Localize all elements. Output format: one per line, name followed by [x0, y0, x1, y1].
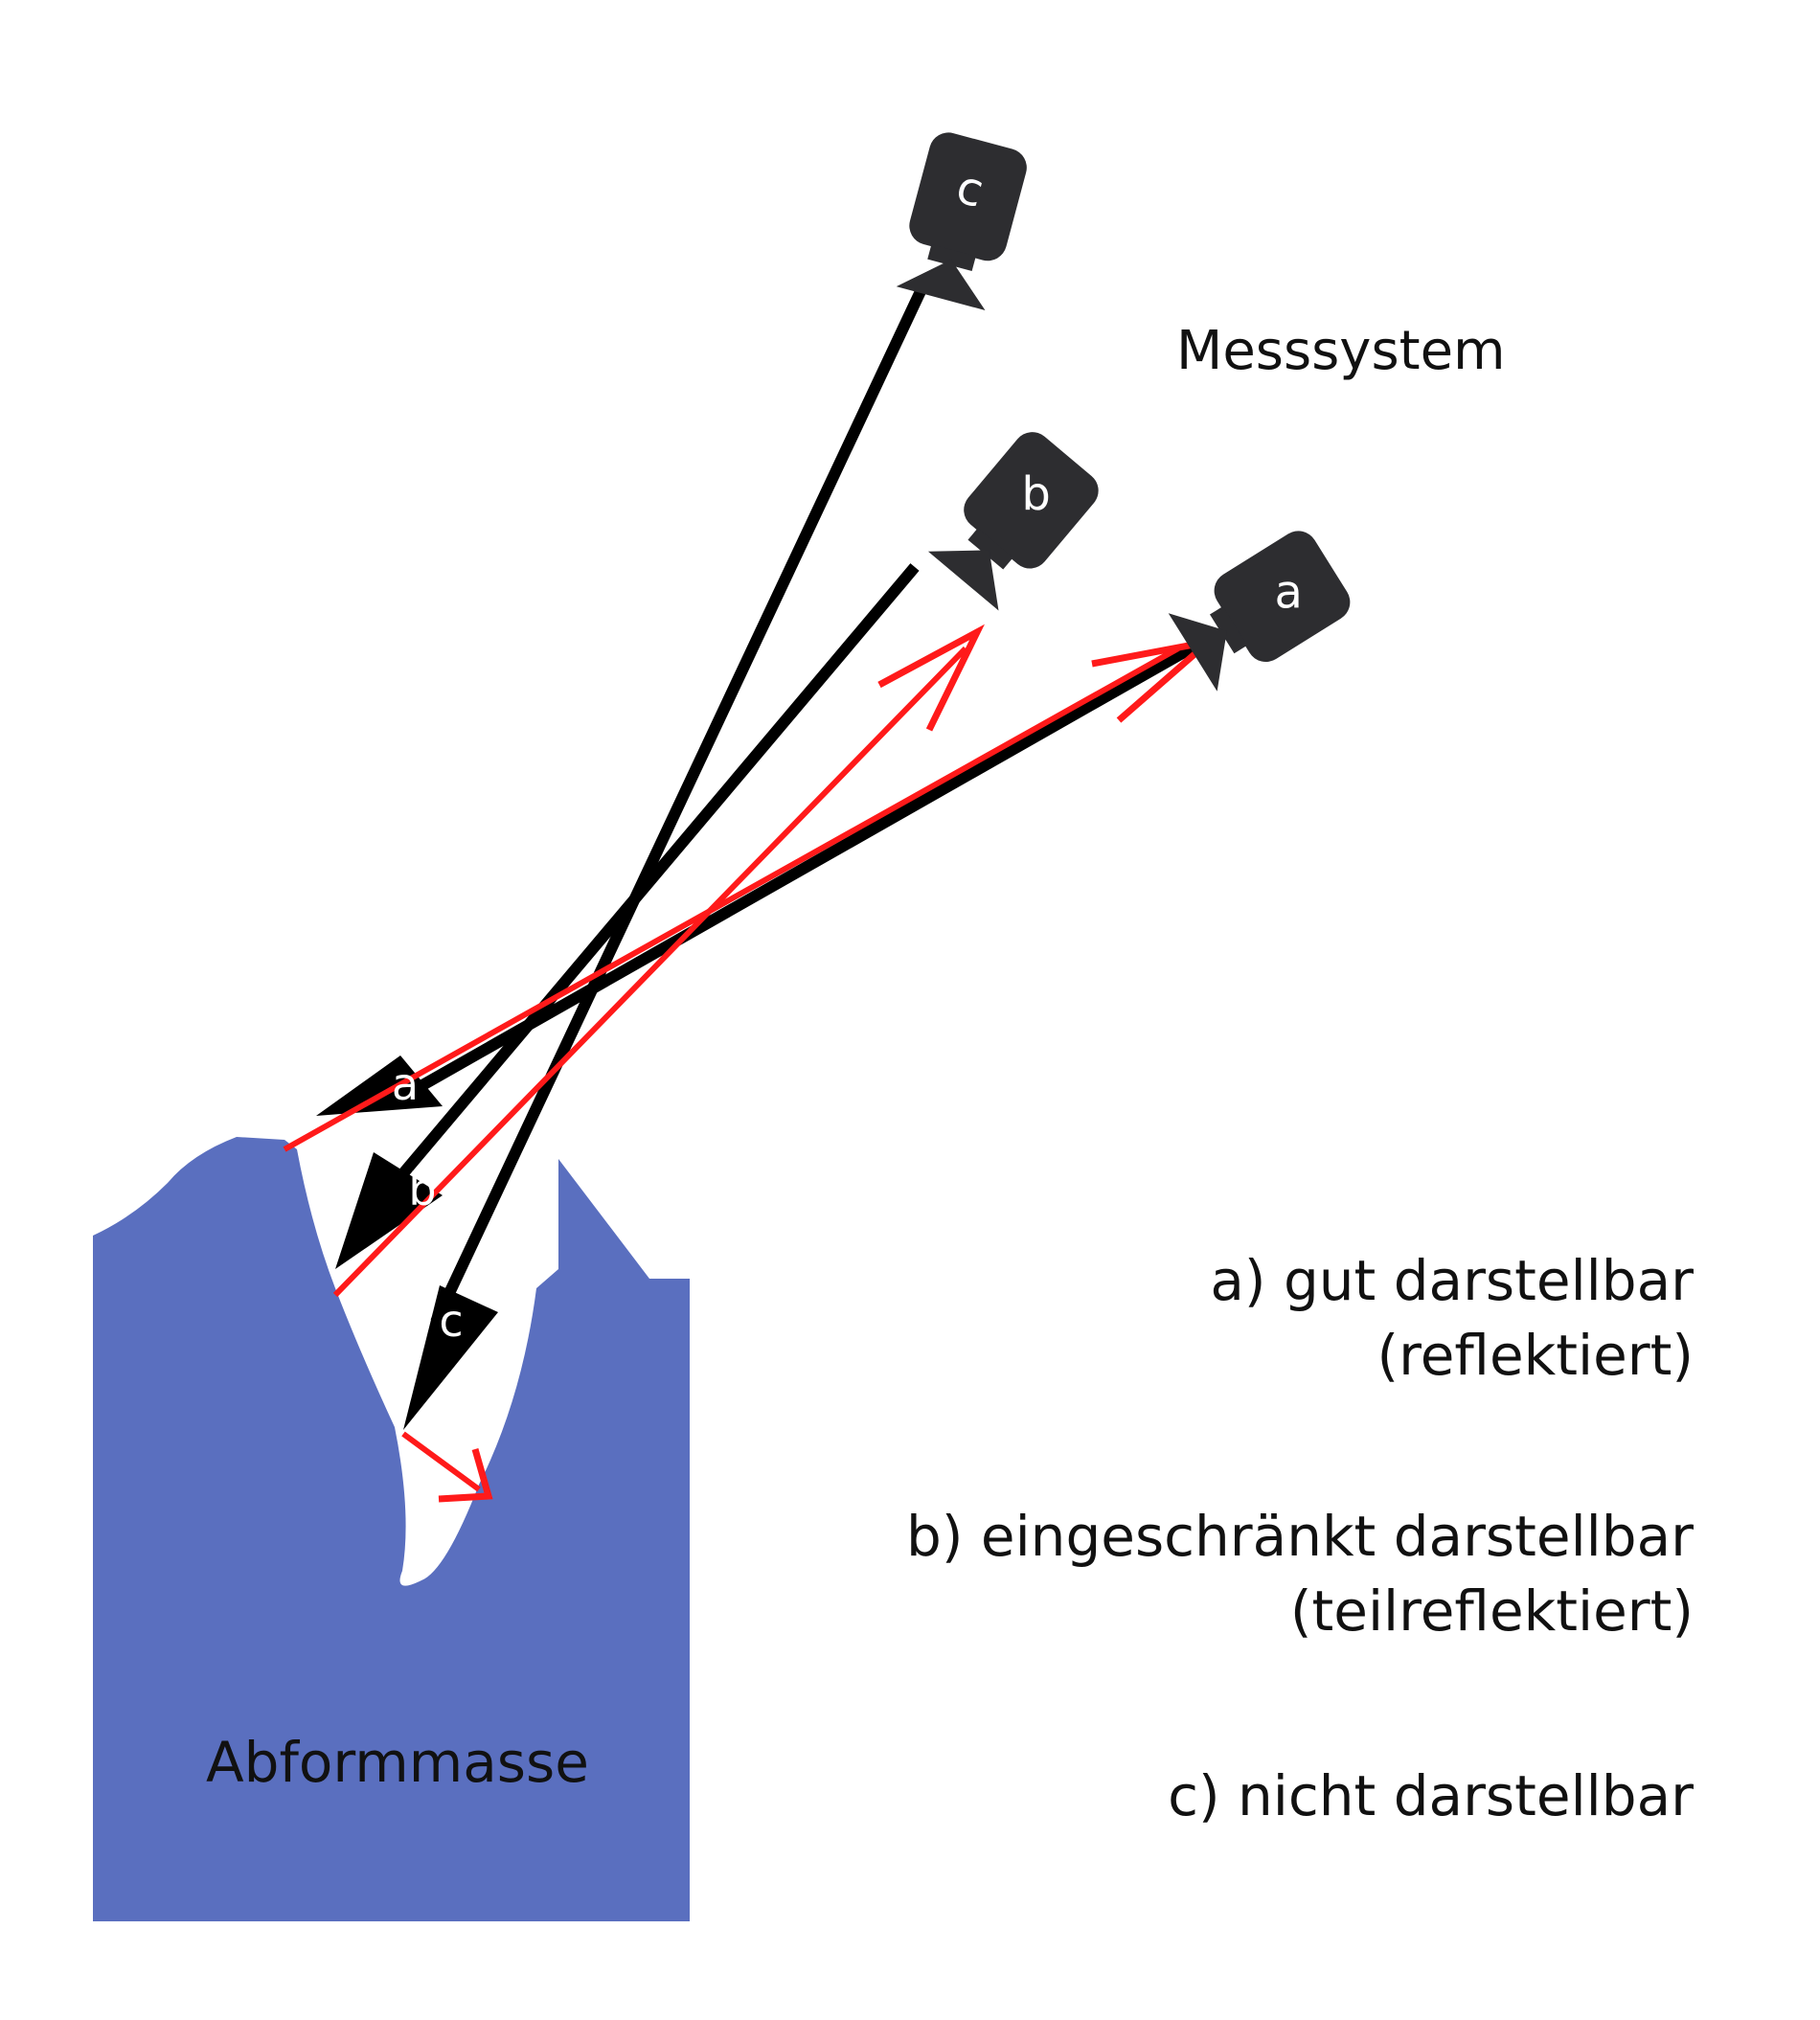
legend-c-line1: c) nicht darstellbar: [1168, 1763, 1694, 1828]
measuring-system-label: Messsystem: [1176, 320, 1506, 382]
incident-ray-b: [378, 563, 920, 1201]
impression-material-label: Abformmasse: [206, 1730, 589, 1795]
camera-a: a: [1168, 531, 1351, 692]
legend-item-a: a) gut darstellbar (reflektiert): [1210, 1243, 1694, 1393]
reflected-ray-c: [401, 1431, 481, 1492]
incident-ray-c: [430, 286, 927, 1325]
reflected-arrowhead-c: [438, 1448, 493, 1503]
incident-ray-a: [399, 639, 1200, 1102]
camera-label-b: b: [1021, 467, 1050, 521]
legend-a-line2: (reflektiert): [1376, 1323, 1694, 1388]
reflected-ray-b: [332, 646, 968, 1298]
ray-label-c: c: [439, 1295, 463, 1347]
incident-arrowhead-a: [316, 1055, 443, 1116]
legend-a-line1: a) gut darstellbar: [1210, 1248, 1694, 1313]
legend-b-line2: (teilreflektiert): [1289, 1578, 1694, 1644]
reflected-ray-a: [283, 646, 1180, 1152]
reflected-arrowhead-b: [877, 624, 985, 732]
camera-b: b: [927, 432, 1099, 611]
incident-arrowhead-b: [335, 1152, 443, 1269]
ray-label-a: a: [392, 1058, 419, 1110]
impression-material: [93, 1137, 690, 1921]
ray-label-b: b: [408, 1164, 436, 1215]
camera-label-a: a: [1275, 565, 1303, 619]
legend-item-b: b) eingeschränkt darstellbar (teilreflek…: [906, 1499, 1694, 1648]
legend-item-c: c) nicht darstellbar: [1168, 1759, 1694, 1833]
reflected-arrowhead-a: [1091, 636, 1221, 723]
legend-b-line1: b) eingeschränkt darstellbar: [906, 1504, 1694, 1569]
camera-c: c: [896, 132, 1027, 311]
incident-arrowhead-c: [403, 1285, 498, 1430]
